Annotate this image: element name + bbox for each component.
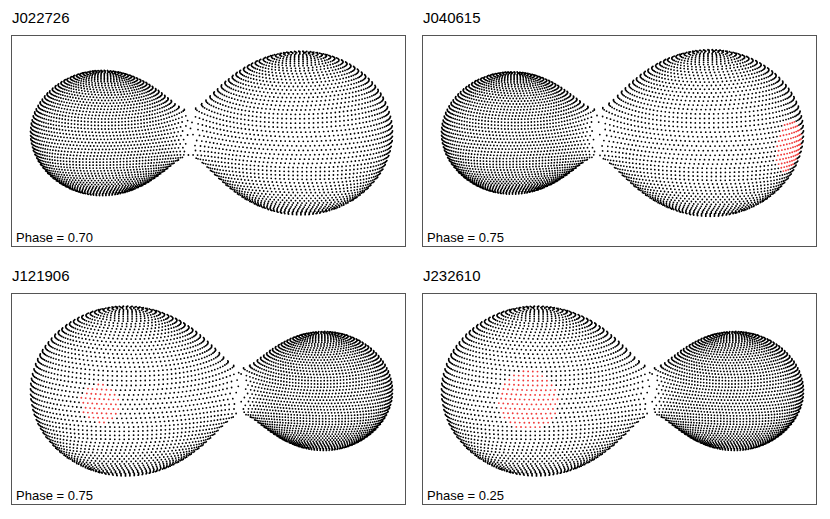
surface-dots xyxy=(442,306,804,476)
phase-label: Phase = 0.75 xyxy=(426,230,506,245)
panel-frame: J022726Phase = 0.70 xyxy=(11,35,406,247)
binary-star-model xyxy=(442,50,804,217)
panel-title: J232610 xyxy=(423,267,481,285)
spot-dots xyxy=(777,122,802,171)
binary-star-model xyxy=(442,306,804,476)
spot-dots xyxy=(499,371,558,427)
panel-title: J040615 xyxy=(423,9,481,27)
phase-label: Phase = 0.25 xyxy=(426,488,506,503)
phase-label: Phase = 0.70 xyxy=(15,230,95,245)
surface-dots xyxy=(31,51,393,215)
surface-dots xyxy=(31,306,393,476)
binary-star-model xyxy=(31,306,393,476)
surface-dots xyxy=(442,50,804,217)
panel-frame: J232610Phase = 0.25 xyxy=(422,293,817,505)
phase-label: Phase = 0.75 xyxy=(15,488,95,503)
panel-frame: J040615Phase = 0.75 xyxy=(422,35,817,247)
spot-dots xyxy=(81,385,118,423)
panel-title: J022726 xyxy=(12,9,70,27)
panel-title: J121906 xyxy=(12,267,70,285)
panel-frame: J121906Phase = 0.75 xyxy=(11,293,406,505)
binary-star-model xyxy=(0,0,393,215)
